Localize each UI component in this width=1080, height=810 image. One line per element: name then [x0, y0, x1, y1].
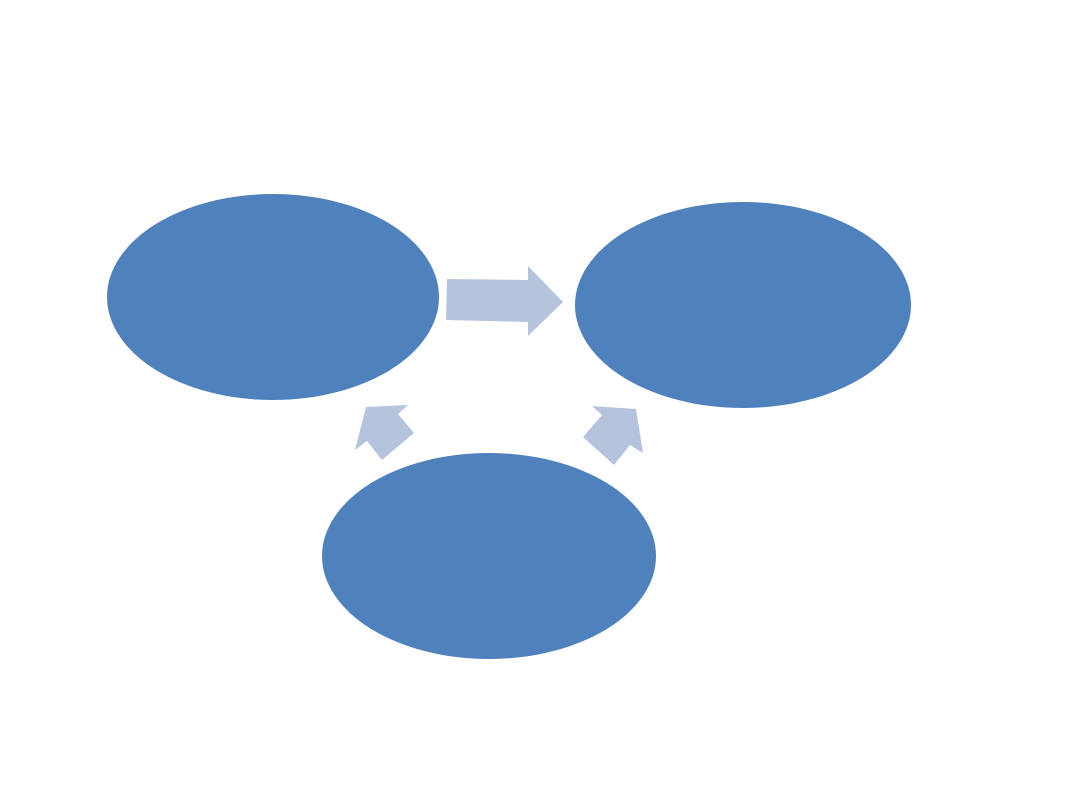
- diagram-node-right: [575, 202, 911, 408]
- arrow-left-to-right: [446, 266, 563, 336]
- arrow-bottom-to-left: [355, 405, 414, 460]
- arrow-bottom-to-right: [583, 406, 643, 465]
- node-bottom-shape: [322, 453, 656, 659]
- node-right-shape: [575, 202, 911, 408]
- node-left-shape: [107, 194, 439, 400]
- diagram-node-bottom: [322, 453, 656, 659]
- diagram-node-left: [107, 194, 439, 400]
